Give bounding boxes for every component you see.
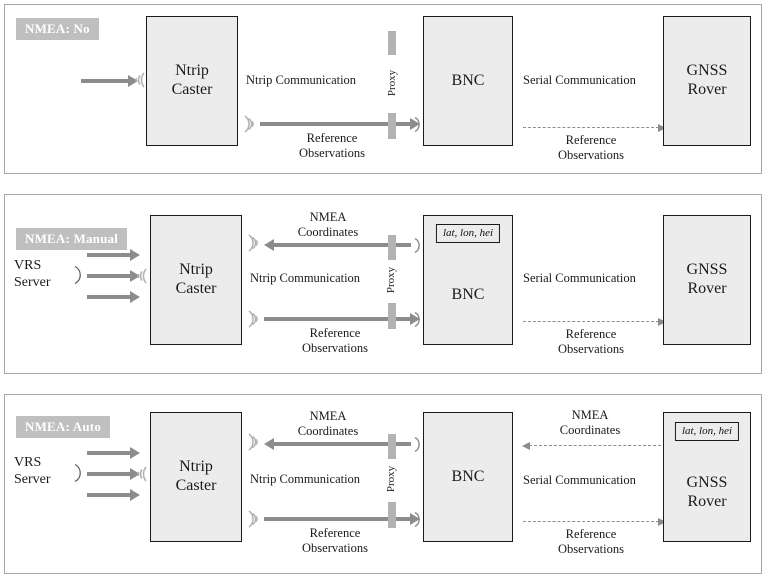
antenna-icon (133, 462, 151, 486)
proxy-bar-segment-bottom (388, 113, 396, 139)
reference-observations-arrow (264, 513, 420, 525)
antenna-out-icon (242, 113, 258, 135)
node-label-line1: GNSS (686, 474, 728, 492)
vrs-stream-arrow-2 (87, 468, 140, 480)
node-label-bnc: BNC (451, 71, 485, 89)
panel-nmea-no: NMEA: No Ntrip Caster Ntrip Communicatio… (4, 4, 762, 174)
arc-send-icon (413, 237, 422, 254)
antenna-icon (131, 68, 149, 92)
arc-receive-icon (413, 511, 422, 528)
antenna-out-icon (246, 508, 262, 530)
node-label-line2: Rover (687, 81, 727, 98)
node-ntrip-caster[interactable]: Ntrip Caster (146, 16, 238, 146)
node-label-line1: GNSS (686, 62, 728, 80)
latlonhei-box-bnc: lat, lon, hei (435, 224, 501, 243)
link-label-serial-communication: Serial Communication (523, 73, 636, 87)
status-badge-nmea-no: NMEA: No (16, 18, 99, 40)
node-label-line1: Ntrip (179, 458, 213, 476)
status-badge-nmea-auto: NMEA: Auto (16, 416, 111, 438)
link-label-reference-observations: Reference Observations (299, 131, 365, 161)
status-badge-nmea-manual: NMEA: Manual (16, 228, 128, 250)
serial-reference-observations-arrow (523, 517, 666, 526)
nmea-coordinates-arrow-left (264, 438, 411, 450)
serial-reference-observations-arrow (523, 123, 666, 132)
link-label-ntrip-communication: Ntrip Communication (250, 472, 361, 486)
proxy-bar-segment-top (388, 434, 396, 459)
link-label-reference-observations: Reference Observations (302, 326, 368, 356)
link-label-nmea-coordinates-right: NMEA Coordinates (559, 408, 621, 438)
node-label-line2: Caster (175, 477, 217, 494)
node-label-line2: Rover (687, 280, 727, 297)
reference-observations-arrow (260, 118, 420, 130)
node-bnc[interactable]: BNC (423, 412, 513, 542)
vrs-stream-arrow-1 (87, 249, 140, 261)
vrs-stream-arrow-1 (87, 447, 140, 459)
node-label-line1: GNSS (686, 261, 728, 279)
link-label-nmea-coordinates: NMEA Coordinates (297, 409, 359, 439)
vrs-arc-icon (73, 265, 82, 285)
node-label-bnc: BNC (451, 285, 485, 303)
link-label-serial-communication: Serial Communication (523, 271, 636, 285)
proxy-bar[interactable] (388, 31, 396, 146)
nmea-coordinates-arrow-right-to-left (522, 441, 661, 450)
node-ntrip-caster[interactable]: Ntrip Caster (150, 412, 242, 542)
nmea-coordinates-arrow-left (264, 239, 411, 251)
incoming-stream-arrow (81, 75, 138, 87)
link-label-ntrip-communication: Ntrip Communication (246, 73, 357, 87)
link-label-ntrip-communication: Ntrip Communication (250, 271, 361, 285)
proxy-bar-segment-bottom (388, 502, 396, 528)
node-gnss-rover[interactable]: GNSS Rover (663, 215, 751, 345)
proxy-bar[interactable] (388, 434, 396, 534)
proxy-bar-segment-bottom (388, 303, 396, 329)
panel-nmea-manual: NMEA: Manual VRS Server Ntrip Caster (4, 194, 762, 374)
proxy-label: Proxy (385, 465, 397, 493)
node-label-line1: Ntrip (179, 261, 213, 279)
node-label-line2: Caster (171, 81, 213, 98)
proxy-bar[interactable] (388, 235, 396, 335)
link-label-reference-observations-right: Reference Observations (558, 527, 624, 557)
node-ntrip-caster[interactable]: Ntrip Caster (150, 215, 242, 345)
serial-reference-observations-arrow (523, 317, 666, 326)
link-label-serial-communication: Serial Communication (523, 473, 636, 487)
node-vrs-server[interactable]: VRS Server (14, 455, 51, 489)
arc-send-icon (413, 436, 422, 453)
node-gnss-rover[interactable]: lat, lon, hei GNSS Rover (663, 412, 751, 542)
vrs-arc-icon (73, 463, 82, 483)
reference-observations-arrow (264, 313, 420, 325)
node-label-line2: Server (14, 471, 51, 487)
vrs-stream-arrow-3 (87, 291, 140, 303)
node-label-line2: Server (14, 274, 51, 290)
link-label-nmea-coordinates: NMEA Coordinates (297, 210, 359, 240)
vrs-stream-arrow-3 (87, 489, 140, 501)
antenna-icon (133, 264, 151, 288)
node-label-line2: Caster (175, 280, 217, 297)
node-vrs-server[interactable]: VRS Server (14, 258, 51, 292)
vrs-stream-arrow-2 (87, 270, 140, 282)
link-label-reference-observations: Reference Observations (302, 526, 368, 556)
node-label-line1: VRS (14, 455, 42, 470)
arc-receive-icon (413, 116, 422, 133)
proxy-bar-segment-top (388, 235, 396, 260)
node-label-bnc: BNC (451, 467, 485, 485)
arc-receive-icon (413, 311, 422, 328)
antenna-out-icon (246, 308, 262, 330)
node-bnc[interactable]: BNC (423, 16, 513, 146)
panel-nmea-auto: NMEA: Auto VRS Server Ntrip Caster (4, 394, 762, 574)
proxy-bar-segment-top (388, 31, 396, 55)
link-label-reference-observations-right: Reference Observations (558, 327, 624, 357)
node-label-line1: Ntrip (175, 62, 209, 80)
latlonhei-box-rover: lat, lon, hei (674, 422, 740, 441)
proxy-label: Proxy (386, 69, 398, 97)
antenna-nmea-in-icon (246, 431, 262, 453)
node-label-line2: Rover (687, 493, 727, 510)
node-label-line1: VRS (14, 258, 42, 273)
link-label-reference-observations-right: Reference Observations (558, 133, 624, 163)
node-gnss-rover[interactable]: GNSS Rover (663, 16, 751, 146)
proxy-label: Proxy (385, 266, 397, 294)
node-bnc[interactable]: lat, lon, hei BNC (423, 215, 513, 345)
antenna-nmea-in-icon (246, 232, 262, 254)
